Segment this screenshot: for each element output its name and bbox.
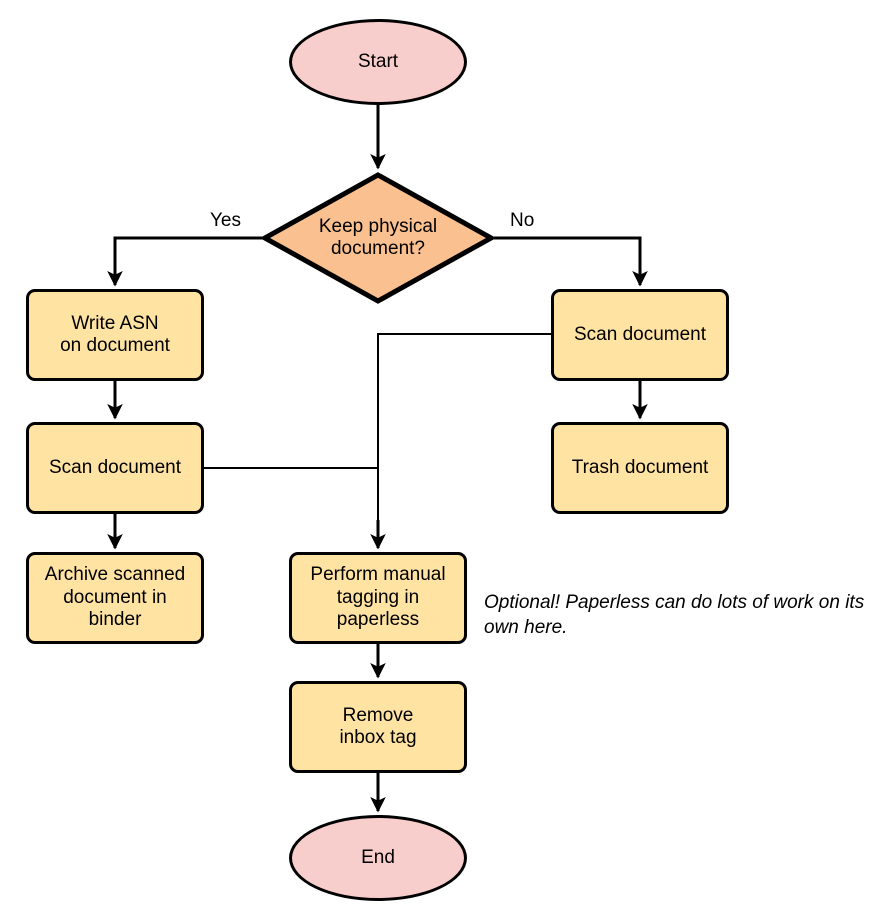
node-start[interactable]: Start (289, 19, 467, 105)
node-remove-inbox-tag[interactable]: Remove inbox tag (289, 681, 467, 773)
node-decision-label: Keep physical document? (318, 215, 438, 259)
node-end[interactable]: End (289, 815, 467, 901)
node-scan-document-right[interactable]: Scan document (551, 289, 729, 381)
node-archive-label: Archive scanned document in binder (44, 564, 186, 631)
node-write-asn-on-document[interactable]: Write ASN on document (26, 289, 204, 381)
annotation-optional-note: Optional! Paperless can do lots of work … (484, 592, 865, 639)
edge-keep-writeasn (107, 236, 262, 287)
node-end-label: End (361, 846, 395, 868)
node-remove-inbox-tag-label: Remove inbox tag (339, 704, 417, 748)
node-trash-document[interactable]: Trash document (551, 422, 729, 514)
node-archive-scanned-document[interactable]: Archive scanned document in binder (26, 552, 204, 644)
node-scan-document-right-label: Scan document (573, 323, 707, 345)
node-start-label: Start (357, 50, 399, 72)
node-scan-document-left[interactable]: Scan document (26, 422, 204, 514)
edge-keep-scanr (494, 236, 648, 287)
edge-scanr-tagging (377, 333, 551, 548)
node-tagging-label: Perform manual tagging in paperless (310, 564, 446, 631)
node-scan-document-left-label: Scan document (48, 456, 182, 478)
node-perform-manual-tagging[interactable]: Perform manual tagging in paperless (289, 552, 467, 644)
node-trash-document-label: Trash document (571, 456, 709, 478)
node-decision-keep-physical-document[interactable]: Keep physical document? (262, 172, 494, 304)
node-write-asn-label: Write ASN on document (60, 312, 170, 356)
edge-label-yes: Yes (210, 210, 241, 231)
diamond-shape (262, 172, 494, 304)
edge-label-no: No (510, 210, 535, 231)
